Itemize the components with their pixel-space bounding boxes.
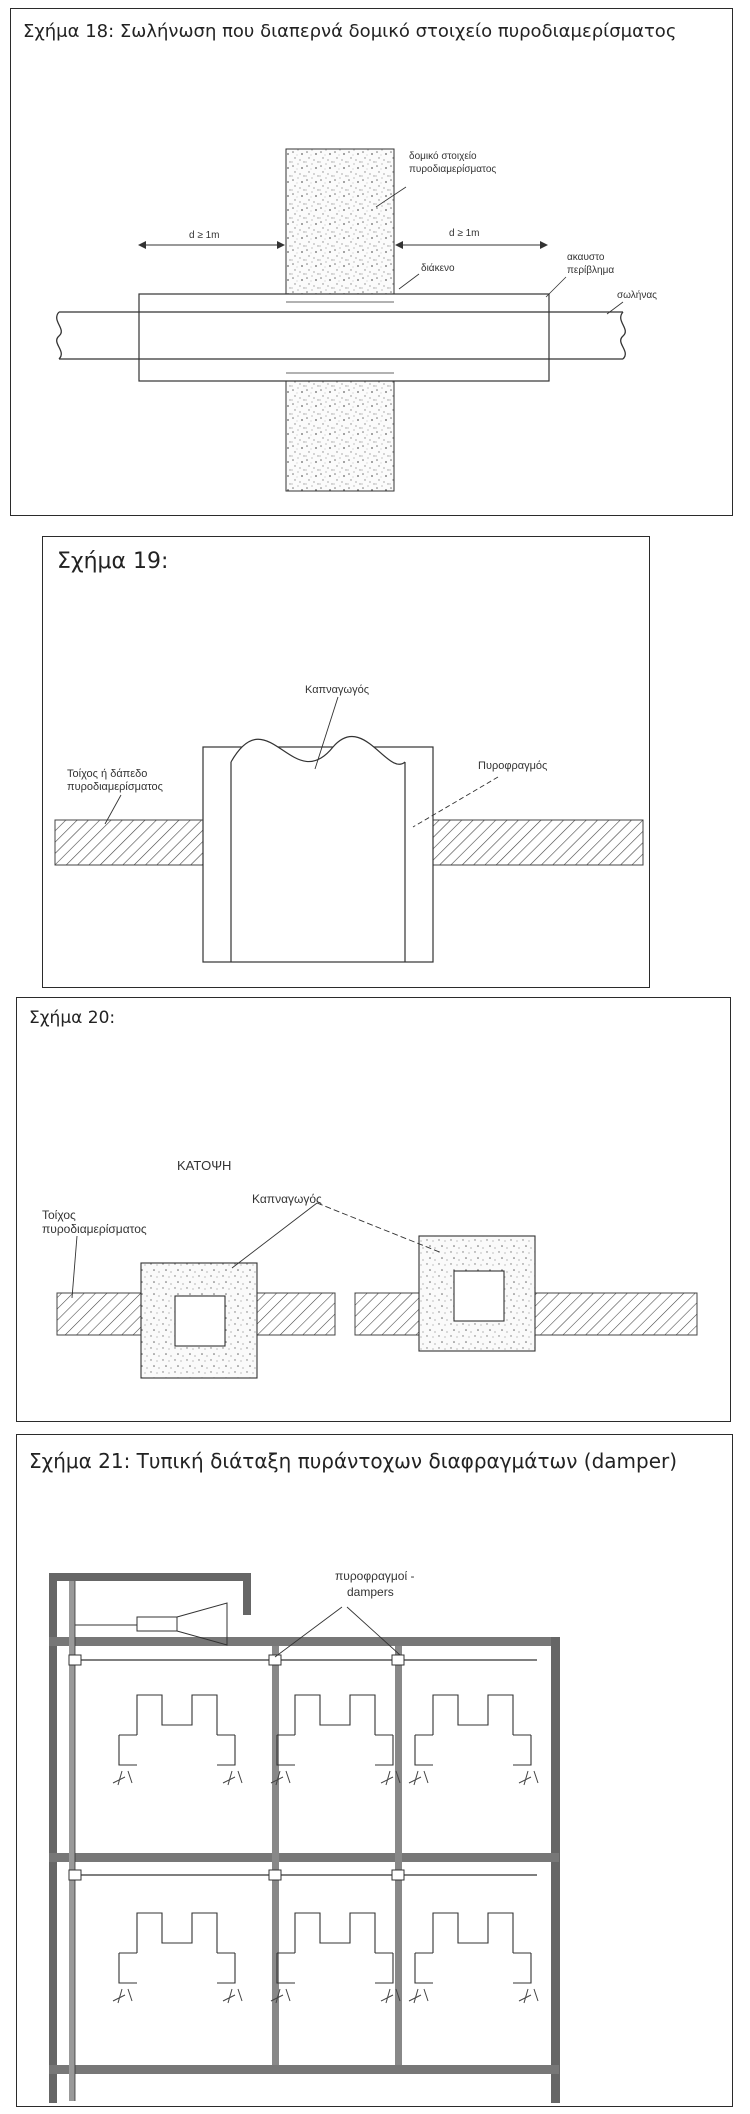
diffuser-group [270,1694,401,1786]
floor-slab-top [49,1637,559,1646]
label-wall-1: Τοίχος [42,1208,76,1222]
label-dampers-1: πυροφραγμοί - [335,1569,414,1583]
figure-19: Σχήμα 19: Καπναγωγός Πυροφραγμός Τοίχος … [42,536,650,988]
figure-19-caption: Σχήμα 19: [57,549,169,574]
label-wall-2: πυροδιαμερίσματος [42,1222,147,1236]
label-sleeve-1: ακαυστο [567,252,605,263]
damper-markers [68,1654,405,1881]
compartment-wall-left [54,819,204,866]
floor-slab-middle [49,1853,559,1862]
label-wall-1: Τοίχος ή δάπεδο [67,768,147,780]
smoke-duct [230,736,406,765]
label-sleeve-2: περίβλημα [567,264,614,276]
non-combustible-sleeve [138,293,550,382]
label-distance-right: d ≥ 1m [449,228,480,239]
duct-core-right [453,1270,505,1322]
figure-21: Σχήμα 21: Τυπική διάταξη πυράντοχων διαφ… [16,1434,733,2107]
floor-slab-bottom [49,2065,559,2074]
figure-20-caption: Σχήμα 20: [29,1008,116,1028]
label-fire-damper: Πυροφραγμός [478,760,547,772]
label-dampers-2: dampers [347,1585,394,1599]
figure-20-drawing: ΚΑΤΟΨΗ Καπναγωγός Τοίχος πυροδιαμερίσματ… [42,1158,698,1379]
duct-core-left [174,1295,226,1347]
diffuser-group [112,1694,243,1786]
pipe [59,311,623,360]
label-structural-element-2: πυροδιαμερίσματος [409,163,496,175]
figure-18-caption: Σχήμα 18: Σωλήνωση που διαπερνά δομικό σ… [23,21,677,42]
figure-19-drawing: Καπναγωγός Πυροφραγμός Τοίχος ή δάπεδο π… [54,684,644,963]
fire-element-upper [285,148,395,295]
figure-21-drawing: πυροφραγμοί - dampers [49,1569,560,2103]
figure-18: Σχήμα 18: Σωλήνωση που διαπερνά δομικό σ… [10,8,733,516]
fire-element-lower [285,380,395,492]
label-structural-element-1: δομικό στοιχείο [409,150,477,162]
building-wall-left [49,1573,57,2103]
label-smoke-duct: Καπναγωγός [305,684,369,696]
label-gap: διάκενο [421,262,455,274]
diffuser-group [270,1912,401,2004]
compartment-wall-right [432,819,644,866]
label-duct: Καπναγωγός [252,1192,322,1206]
figure-18-drawing: δομικό στοιχείο πυροδιαμερίσματος d ≥ 1m… [56,148,657,492]
figure-20: Σχήμα 20: ΚΑΤΟΨΗ Καπναγωγός Τοίχος [16,997,731,1422]
label-wall-2: πυροδιαμερίσματος [67,781,163,793]
roof-top [49,1573,251,1581]
label-pipe: σωλήνας [617,289,657,301]
fire-damper [202,746,434,963]
diffuser-group [408,1912,539,2004]
label-distance-left: d ≥ 1m [189,230,220,241]
label-plan: ΚΑΤΟΨΗ [177,1158,231,1173]
diffuser-group [112,1912,243,2004]
building-wall-right [551,1637,560,2103]
figure-21-caption: Σχήμα 21: Τυπική διάταξη πυράντοχων διαφ… [29,1449,678,1473]
diffuser-group [408,1694,539,1786]
